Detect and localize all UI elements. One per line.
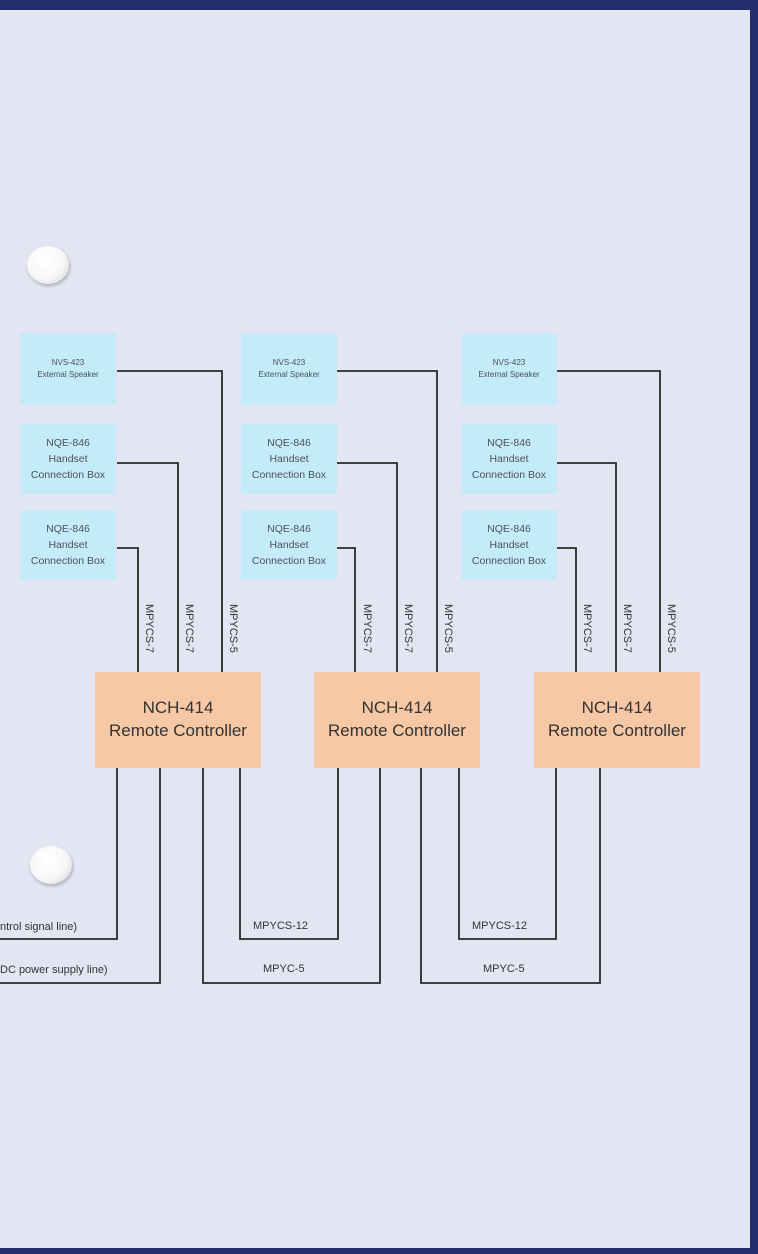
handset-box-1a: NQE-846 Handset Connection Box [20,424,116,494]
cable-label: MPYCS-7 [581,604,593,653]
wire-u3-handset2 [557,547,577,672]
wire-u1-handset1 [117,462,179,672]
cable-label: MPYCS-7 [361,604,373,653]
speaker-desc-label: External Speaker [478,370,540,379]
cable-label: MPYCS-7 [143,604,155,653]
wire-signal-line-in [0,768,118,940]
wire-link-power-1 [202,768,381,984]
handset-desc-label: Handset [489,538,529,551]
power-line-label: DC power supply line) [0,964,108,976]
handset-desc-label: Handset [489,452,529,465]
binder-hole-top [27,246,69,284]
handset-desc-label: Connection Box [471,555,547,568]
cable-label: MPYCS-5 [442,604,454,653]
handset-model-label: NQE-846 [267,436,311,449]
handset-desc-label: Handset [48,538,88,551]
handset-model-label: NQE-846 [267,522,311,535]
cable-label: MPYCS-7 [621,604,633,653]
wire-u2-handset2 [337,547,356,672]
controller-model-label: NCH-414 [581,698,653,718]
handset-desc-label: Handset [269,452,309,465]
handset-model-label: NQE-846 [46,522,90,535]
link-signal-label: MPYCS-12 [472,920,528,932]
external-speaker-box-3: NVS-423 External Speaker [461,333,557,405]
handset-desc-label: Handset [48,452,88,465]
handset-desc-label: Connection Box [30,555,106,568]
handset-box-2b: NQE-846 Handset Connection Box [241,510,337,580]
speaker-model-label: NVS-423 [272,357,306,367]
wire-u1-speaker [117,370,223,672]
cable-label: MPYCS-5 [665,604,677,653]
diagram-page [0,10,750,1248]
controller-model-label: NCH-414 [142,698,214,718]
handset-model-label: NQE-846 [487,522,531,535]
handset-desc-label: Connection Box [251,555,327,568]
external-speaker-box-1: NVS-423 External Speaker [20,333,116,405]
wire-u3-handset1 [557,462,617,672]
wire-u3-speaker [557,370,661,672]
handset-box-2a: NQE-846 Handset Connection Box [241,424,337,494]
remote-controller-box-2: NCH-414 Remote Controller [314,672,480,768]
cable-label: MPYCS-7 [183,604,195,653]
binder-hole-bottom [30,846,72,884]
speaker-model-label: NVS-423 [51,357,85,367]
handset-box-1b: NQE-846 Handset Connection Box [20,510,116,580]
cable-label: MPYCS-7 [402,604,414,653]
wire-u2-speaker [337,370,438,672]
controller-model-label: NCH-414 [361,698,433,718]
controller-desc-label: Remote Controller [109,721,247,740]
speaker-desc-label: External Speaker [37,370,99,379]
wire-link-signal-1 [239,768,339,940]
handset-desc-label: Connection Box [30,469,106,482]
link-power-label: MPYC-5 [483,963,525,975]
remote-controller-box-3: NCH-414 Remote Controller [534,672,700,768]
wire-link-signal-2 [458,768,557,940]
cable-label: MPYCS-5 [227,604,239,653]
controller-desc-label: Remote Controller [548,721,686,740]
speaker-desc-label: External Speaker [258,370,320,379]
wire-u2-handset1 [337,462,398,672]
handset-box-3b: NQE-846 Handset Connection Box [461,510,557,580]
handset-desc-label: Connection Box [471,469,547,482]
handset-model-label: NQE-846 [487,436,531,449]
external-speaker-box-2: NVS-423 External Speaker [241,333,337,405]
link-power-label: MPYC-5 [263,963,305,975]
speaker-model-label: NVS-423 [492,357,526,367]
handset-box-3a: NQE-846 Handset Connection Box [461,424,557,494]
handset-model-label: NQE-846 [46,436,90,449]
controller-desc-label: Remote Controller [328,721,466,740]
handset-desc-label: Handset [269,538,309,551]
link-signal-label: MPYCS-12 [253,920,309,932]
handset-desc-label: Connection Box [251,469,327,482]
wire-u1-handset2 [117,547,139,672]
wire-power-line-in [0,768,161,984]
wire-link-power-2 [420,768,601,984]
remote-controller-box-1: NCH-414 Remote Controller [95,672,261,768]
signal-line-label: ntrol signal line) [0,921,78,933]
